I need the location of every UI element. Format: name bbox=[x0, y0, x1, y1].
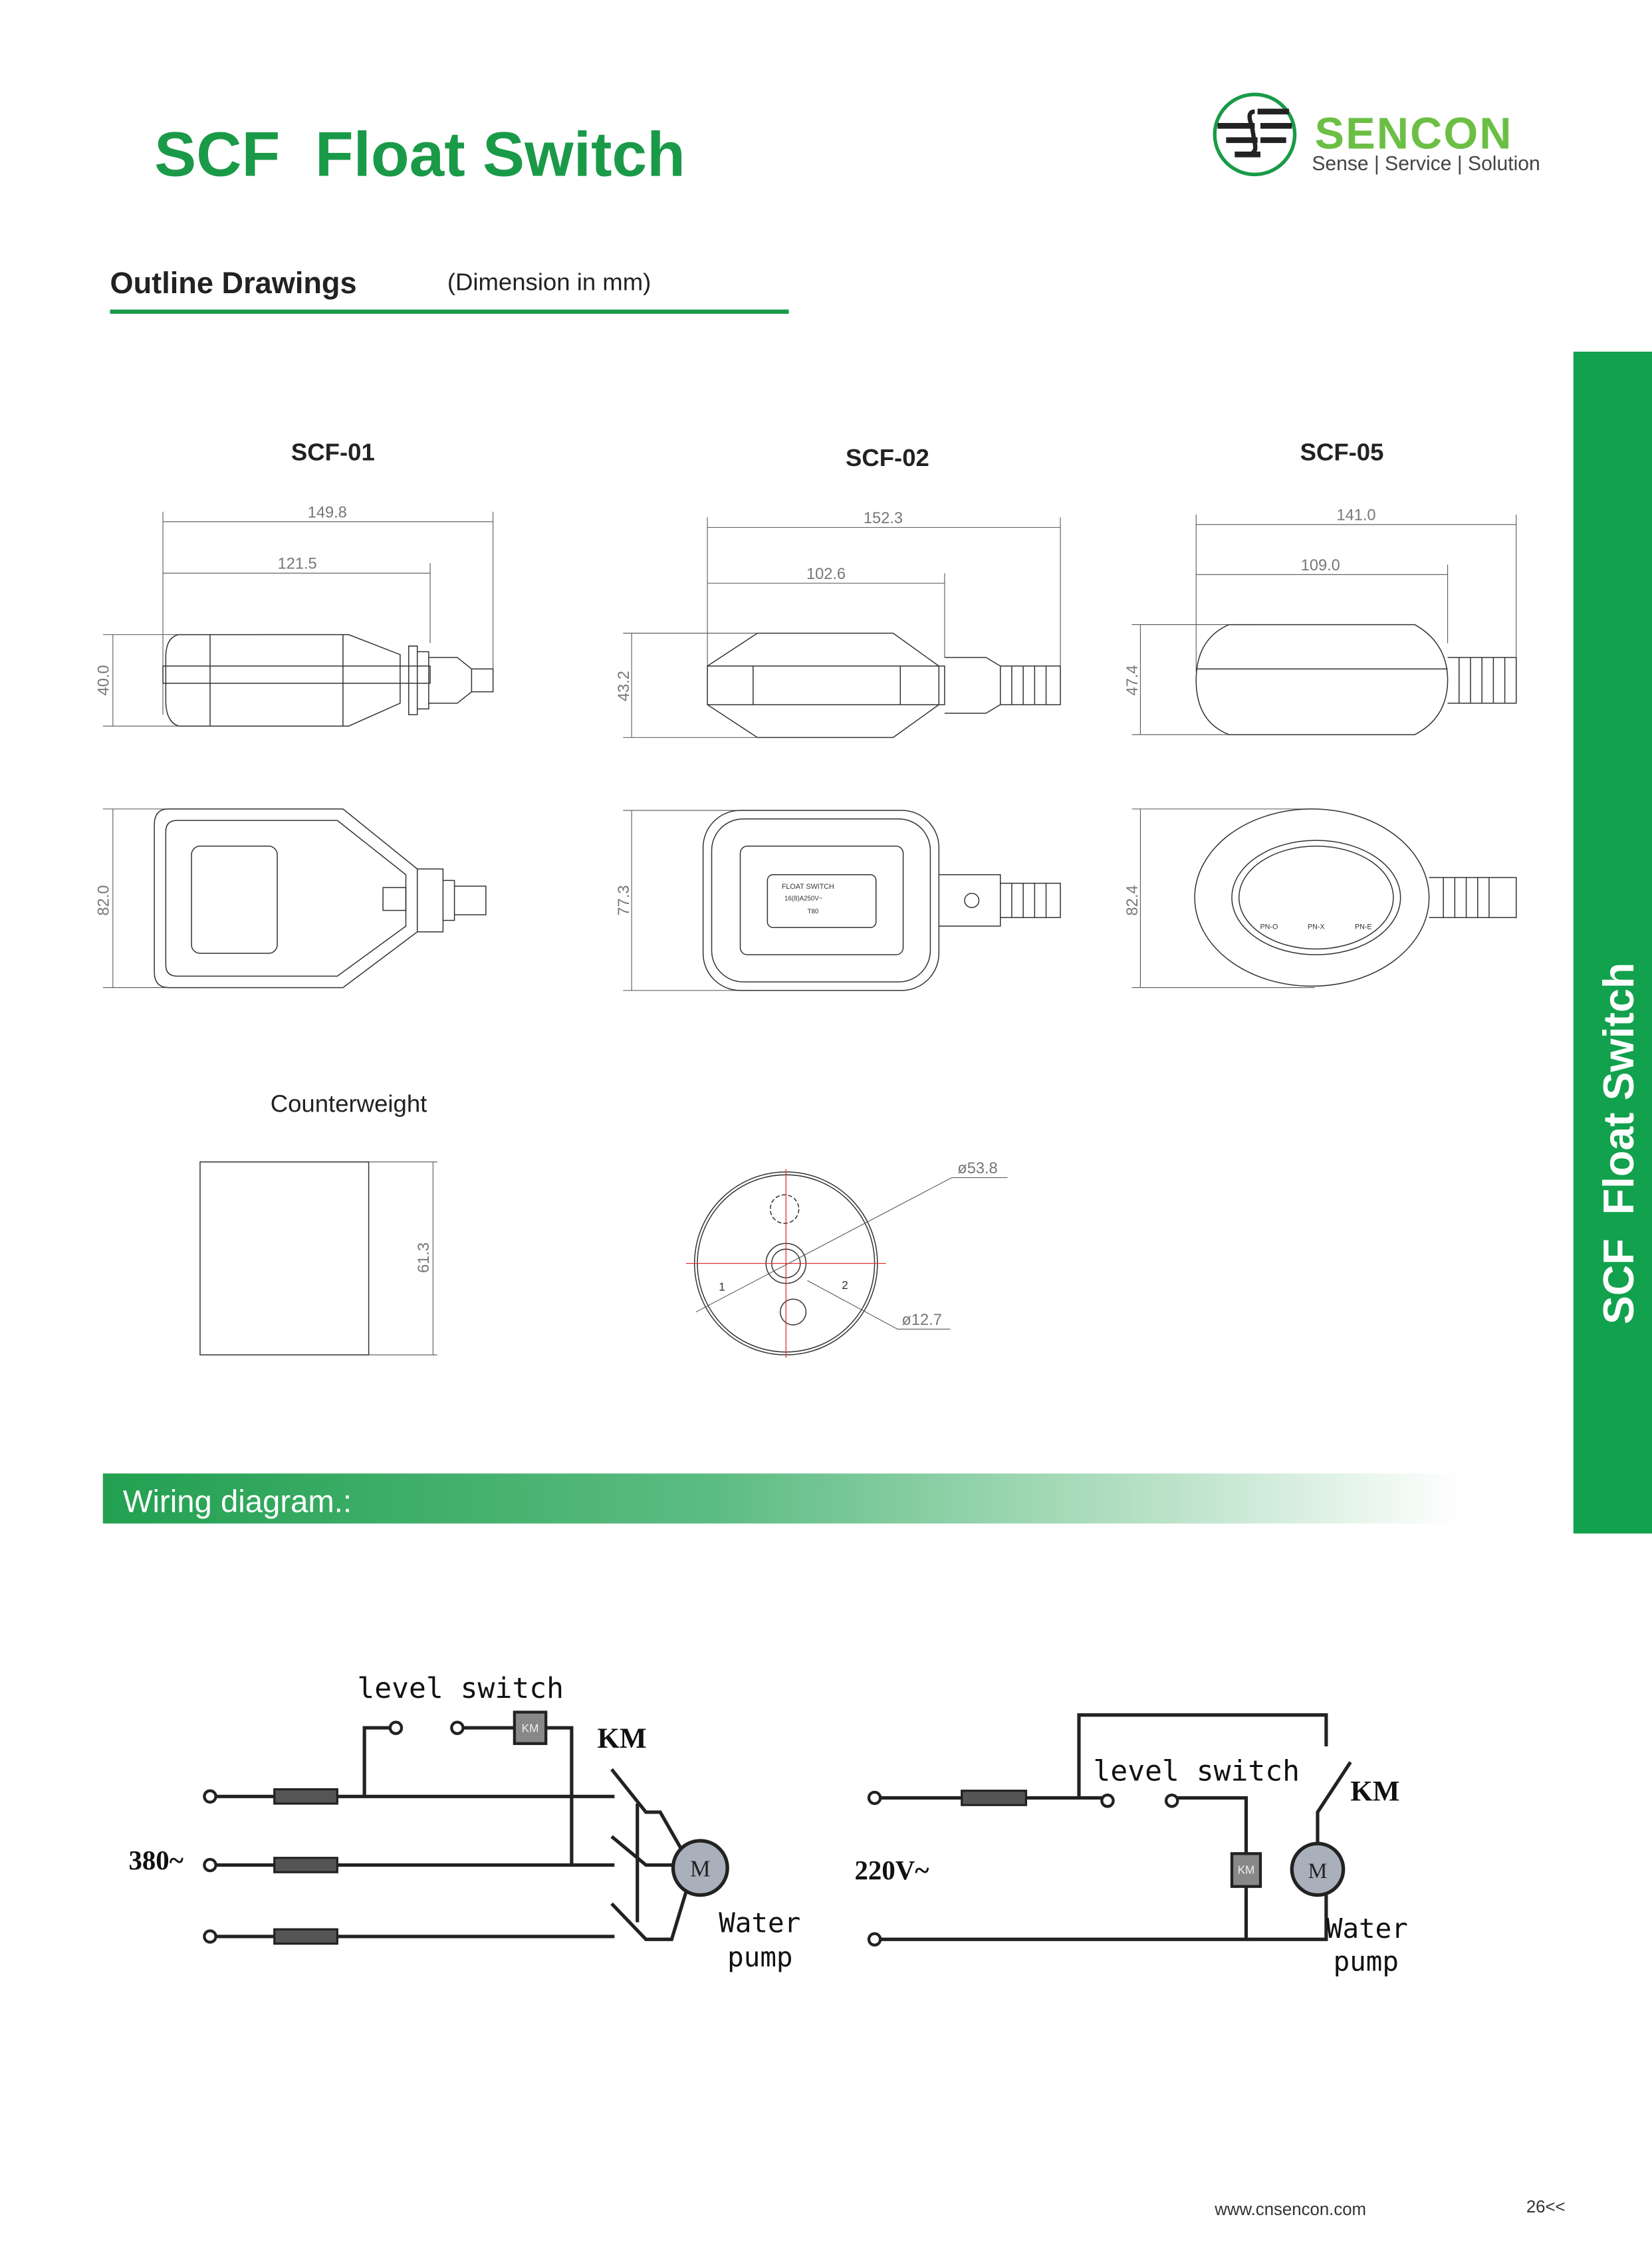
motor-label: M bbox=[690, 1857, 711, 1882]
counterweight-height: 61.3 bbox=[415, 1242, 433, 1273]
scf02-body-length: 102.6 bbox=[806, 566, 846, 583]
wiring-banner-title: Wiring diagram.: bbox=[123, 1484, 352, 1520]
pump-label-line2: pump bbox=[727, 1941, 792, 1973]
voltage-label: 220V~ bbox=[854, 1855, 929, 1885]
scf01-width: 82.0 bbox=[95, 885, 112, 915]
level-switch-label: level switch bbox=[1093, 1755, 1300, 1788]
scf02-plate-line2: 16(8)A250V~ bbox=[784, 895, 823, 902]
scf02-plate-line3: T80 bbox=[808, 908, 819, 915]
scf02-top-drawing: 77.3 FLOAT SWITCH 16(8)A250V~ T80 bbox=[616, 810, 1061, 991]
logo-brand: SENCON bbox=[1315, 110, 1513, 159]
wiring-banner bbox=[102, 1473, 1461, 1524]
km-coil-label: KM bbox=[522, 1722, 539, 1735]
page-number: 26<< bbox=[1526, 2198, 1566, 2216]
scf02-height: 43.2 bbox=[616, 671, 633, 701]
motor-icon bbox=[671, 1839, 729, 1897]
scf05-body-length: 109.0 bbox=[1301, 557, 1340, 574]
counterweight-outer-diameter: ø53.8 bbox=[957, 1160, 997, 1177]
footer-website[interactable]: www.cnsencon.com bbox=[1214, 2200, 1366, 2219]
contactor-label: KM bbox=[598, 1723, 647, 1754]
logo-tagline: Sense | Service | Solution bbox=[1312, 153, 1540, 175]
motor-label: M bbox=[1308, 1859, 1328, 1883]
scf05-height: 47.4 bbox=[1124, 665, 1141, 695]
page-title: SCF Float Switch bbox=[154, 120, 685, 190]
km-coil-label: KM bbox=[1238, 1863, 1255, 1876]
sencon-logo: SENCON Sense | Service | Solution bbox=[1213, 92, 1540, 177]
position-2-label: 2 bbox=[842, 1278, 848, 1292]
model-label-scf02: SCF-02 bbox=[846, 444, 929, 471]
scf02-plate-line1: FLOAT SWITCH bbox=[782, 883, 834, 891]
scf05-mark-pn-e: PN-E bbox=[1355, 923, 1372, 931]
sidebar-tab bbox=[1573, 351, 1652, 1534]
pump-label-line1: Water bbox=[719, 1907, 800, 1939]
scf05-overall-length: 141.0 bbox=[1336, 507, 1375, 525]
wiring-diagram-380v: KM M level switch KM 380~ Water pump bbox=[128, 1672, 800, 1973]
scf02-width: 77.3 bbox=[616, 885, 633, 915]
section-title: Outline Drawings bbox=[110, 266, 357, 300]
pump-label-line1: Water bbox=[1326, 1913, 1408, 1945]
scf02-overall-length: 152.3 bbox=[864, 510, 903, 527]
scf01-body-length: 121.5 bbox=[278, 556, 317, 573]
scf05-mark-pn-o: PN-O bbox=[1260, 923, 1278, 931]
contactor-label: KM bbox=[1350, 1776, 1399, 1808]
scf02-side-drawing: 152.3 102.6 43.2 bbox=[616, 510, 1061, 739]
scf01-overall-length: 149.8 bbox=[308, 504, 347, 521]
pump-label-line2: pump bbox=[1334, 1946, 1399, 1978]
motor-icon bbox=[1290, 1841, 1346, 1897]
counterweight-title: Counterweight bbox=[271, 1090, 427, 1118]
wiring-diagram-220v: KM M level switch KM 220V~ Water pump bbox=[854, 1713, 1408, 1978]
scf05-width: 82.4 bbox=[1124, 885, 1141, 915]
model-label-scf05: SCF-05 bbox=[1300, 438, 1384, 465]
scf05-top-drawing: 82.4 PN-O PN-X PN-E bbox=[1124, 808, 1517, 989]
scf01-height: 40.0 bbox=[95, 665, 112, 695]
scf05-side-drawing: 141.0 109.0 47.4 bbox=[1124, 507, 1517, 735]
scf01-top-drawing: 82.0 bbox=[95, 808, 487, 989]
scf01-side-drawing: 149.8 121.5 40.0 bbox=[95, 504, 494, 727]
level-switch-label: level switch bbox=[357, 1672, 564, 1705]
km-coil bbox=[1230, 1852, 1262, 1888]
counterweight-inner-diameter: ø12.7 bbox=[901, 1312, 941, 1329]
km-coil bbox=[513, 1710, 548, 1745]
sidebar-label: SCF Float Switch bbox=[1595, 963, 1643, 1324]
counterweight-side-drawing: 61.3 bbox=[199, 1161, 437, 1356]
voltage-label: 380~ bbox=[128, 1845, 183, 1875]
scf05-mark-pn-x: PN-X bbox=[1308, 923, 1325, 931]
counterweight-top-drawing: ø53.8 ø12.7 1 2 bbox=[685, 1160, 1008, 1358]
dimension-note: (Dimension in mm) bbox=[447, 269, 651, 296]
model-label-scf01: SCF-01 bbox=[291, 438, 375, 465]
position-1-label: 1 bbox=[719, 1280, 725, 1293]
